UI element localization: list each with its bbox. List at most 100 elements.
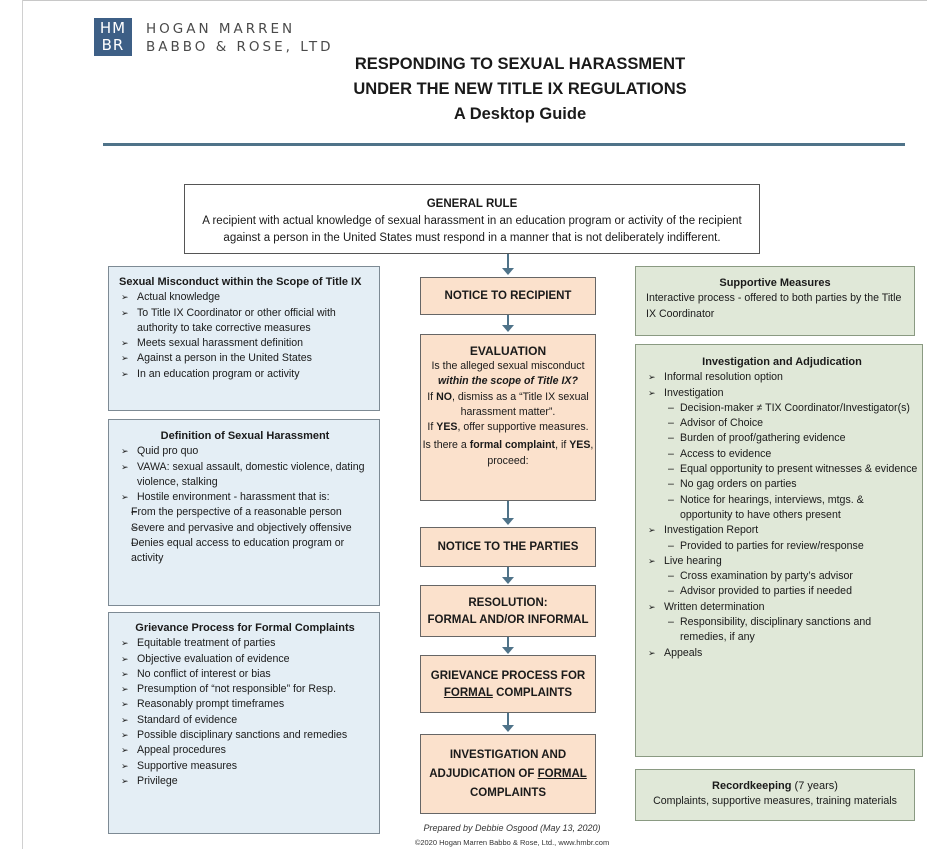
- firm-logo-mark: HM BR: [94, 18, 132, 56]
- resolution-line-2: FORMAL AND/OR INFORMAL: [427, 614, 589, 626]
- firm-logo-text: HOGAN MARREN BABBO & ROSE, LTD: [146, 20, 334, 56]
- notice-parties-label: NOTICE TO THE PARTIES: [437, 541, 579, 553]
- list-item: To Title IX Coordinator or other officia…: [119, 306, 371, 337]
- list-item: Actual knowledge: [119, 290, 371, 306]
- scope-heading: Sexual Misconduct within the Scope of Ti…: [119, 276, 362, 288]
- logo-mark-top: HM: [99, 19, 127, 37]
- formal-yes: YES: [569, 439, 591, 452]
- grievance-box-line-1: GRIEVANCE PROCESS FOR: [430, 670, 586, 682]
- left-border: [22, 0, 23, 849]
- supportive-heading: Supportive Measures: [719, 277, 831, 289]
- list-item: Standard of evidence: [119, 713, 371, 729]
- list-item: No conflict of interest or bias: [119, 667, 371, 683]
- flow-arrow: [502, 567, 514, 585]
- grievance-heading: Grievance Process for Formal Complaints: [135, 622, 355, 634]
- sub-list-item: Equal opportunity to present witnesses &…: [646, 462, 918, 478]
- grievance-list: Equitable treatment of parties Objective…: [119, 636, 371, 789]
- recordkeeping-heading-line: Recordkeeping (7 years): [642, 779, 908, 794]
- recordkeeping-note: (7 years): [791, 780, 838, 792]
- general-rule-heading: GENERAL RULE: [426, 198, 518, 210]
- top-border: [22, 0, 927, 1]
- investigation-box-line-3: COMPLAINTS: [469, 787, 547, 799]
- list-item: Informal resolution option: [646, 370, 918, 386]
- sub-list-item: Provided to parties for review/response: [646, 539, 918, 555]
- title-line-2: UNDER THE NEW TITLE IX REGULATIONS: [353, 80, 687, 98]
- no-word: NO: [436, 390, 452, 403]
- evaluation-box: EVALUATION Is the alleged sexual miscond…: [420, 334, 596, 501]
- list-item: Objective evaluation of evidence: [119, 652, 371, 668]
- evaluation-question-b: within the scope of Title IX?: [438, 375, 578, 388]
- evaluation-formal: Is there a formal complaint, if YES, pro…: [421, 438, 595, 469]
- sub-list-item: Burden of proof/gathering evidence: [646, 431, 918, 447]
- evaluation-yes: If YES, offer supportive measures.: [421, 420, 595, 435]
- list-item: Possible disciplinary sanctions and reme…: [119, 728, 371, 744]
- formal-prefix: Is there a: [422, 439, 470, 452]
- supportive-panel: Supportive Measures Interactive process …: [635, 266, 915, 336]
- title-line-3: A Desktop Guide: [453, 105, 587, 123]
- list-item: Hostile environment - harassment that is…: [119, 490, 371, 506]
- resolution-line-1: RESOLUTION:: [468, 597, 548, 609]
- sub-list-item: Advisor provided to parties if needed: [646, 584, 918, 600]
- list-item: VAWA: sexual assault, domestic violence,…: [119, 460, 371, 491]
- flow-arrow: [502, 254, 514, 276]
- investigation-list: Informal resolution option Investigation…: [646, 370, 918, 661]
- grievance-box-line-2: FORMAL COMPLAINTS: [421, 685, 595, 702]
- investigation-box-line-1: INVESTIGATION AND: [449, 749, 567, 761]
- general-rule-text: A recipient with actual knowledge of sex…: [202, 215, 742, 244]
- sub-list-item: Access to evidence: [646, 447, 918, 463]
- logo-line-1: HOGAN MARREN: [146, 21, 296, 37]
- list-item: In an education program or activity: [119, 367, 371, 383]
- recordkeeping-heading: Recordkeeping: [712, 780, 792, 792]
- yes-prefix: If: [427, 421, 437, 434]
- title-line-1: RESPONDING TO SEXUAL HARASSMENT: [354, 55, 686, 73]
- scope-list: Actual knowledge To Title IX Coordinator…: [119, 290, 371, 382]
- evaluation-question: Is the alleged sexual misconduct within …: [421, 359, 595, 390]
- list-item: Investigation: [646, 386, 918, 402]
- copyright: ©2020 Hogan Marren Babbo & Rose, Ltd., w…: [414, 838, 610, 847]
- logo-mark-bottom: BR: [101, 36, 125, 54]
- resolution-box: RESOLUTION: FORMAL AND/OR INFORMAL: [420, 585, 596, 637]
- scope-panel: Sexual Misconduct within the Scope of Ti…: [108, 266, 380, 411]
- formal-word: formal complaint: [469, 439, 556, 452]
- logo-line-2: BABBO & ROSE, LTD: [146, 39, 334, 55]
- title-divider: [103, 143, 905, 146]
- yes-text: , offer supportive measures.: [457, 421, 589, 434]
- list-item: Meets sexual harassment definition: [119, 336, 371, 352]
- flow-arrow: [502, 315, 514, 333]
- investigation-line-2a: ADJUDICATION OF: [429, 768, 538, 780]
- list-item: Quid pro quo: [119, 444, 371, 460]
- grievance-process-box: GRIEVANCE PROCESS FOR FORMAL COMPLAINTS: [420, 655, 596, 713]
- list-item: Against a person in the United States: [119, 351, 371, 367]
- recordkeeping-text: Complaints, supportive measures, trainin…: [653, 795, 897, 808]
- grievance-panel: Grievance Process for Formal Complaints …: [108, 612, 380, 834]
- investigation-box: INVESTIGATION AND ADJUDICATION OF FORMAL…: [420, 734, 596, 814]
- prepared-by: Prepared by Debbie Osgood (May 13, 2020): [423, 823, 601, 833]
- sub-list-item: No gag orders on parties: [646, 477, 918, 493]
- evaluation-heading: EVALUATION: [469, 344, 547, 358]
- flow-arrow: [502, 713, 514, 733]
- grievance-rest: COMPLAINTS: [492, 687, 573, 699]
- list-item: Equitable treatment of parties: [119, 636, 371, 652]
- list-item: Written determination: [646, 600, 918, 616]
- sub-list-item: Cross examination by party’s advisor: [646, 569, 918, 585]
- investigation-panel-heading: Investigation and Adjudication: [702, 356, 862, 368]
- sub-list-item: Denies equal access to education program…: [119, 536, 371, 567]
- supportive-text: Interactive process - offered to both pa…: [646, 292, 902, 320]
- sub-list-item: Advisor of Choice: [646, 416, 918, 432]
- no-text: , dismiss as a “Title IX sexual harassme…: [451, 390, 589, 418]
- list-item: Appeal procedures: [119, 743, 371, 759]
- list-item: Supportive measures: [119, 759, 371, 775]
- notice-to-recipient-box: NOTICE TO RECIPIENT: [420, 277, 596, 315]
- notice-recipient-label: NOTICE TO RECIPIENT: [444, 290, 572, 302]
- list-item: Live hearing: [646, 554, 918, 570]
- notice-to-parties-box: NOTICE TO THE PARTIES: [420, 527, 596, 567]
- general-rule-box: GENERAL RULE A recipient with actual kno…: [184, 184, 760, 254]
- grievance-formal-word: FORMAL: [443, 687, 493, 699]
- list-item: Appeals: [646, 646, 918, 662]
- list-item: Privilege: [119, 774, 371, 790]
- sub-list-item: Severe and pervasive and objectively off…: [119, 521, 371, 537]
- flow-arrow: [502, 501, 514, 526]
- sub-list-item: Responsibility, disciplinary sanctions a…: [646, 615, 918, 646]
- definition-list: Quid pro quo VAWA: sexual assault, domes…: [119, 444, 371, 566]
